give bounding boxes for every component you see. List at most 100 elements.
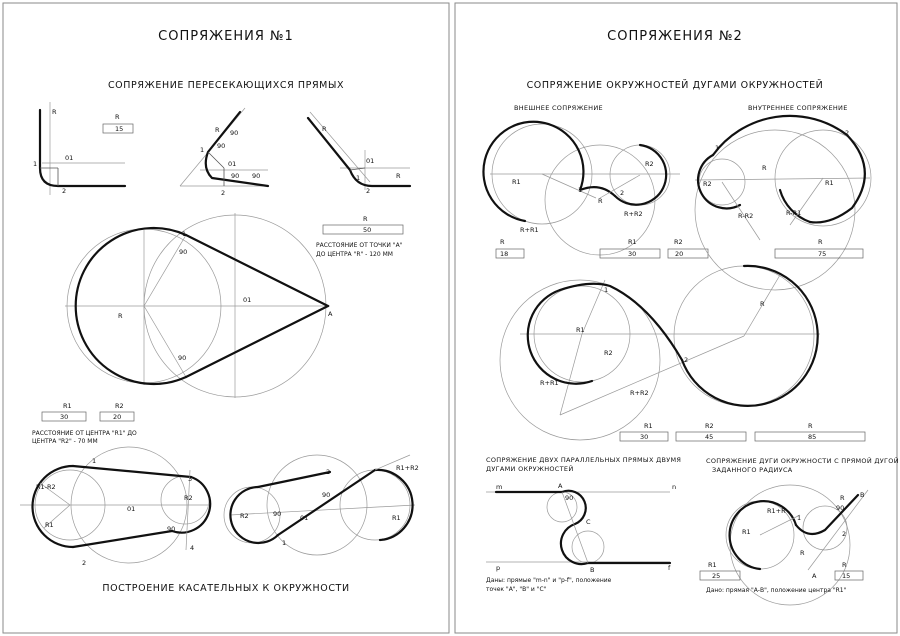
- svg-text:18: 18: [500, 250, 508, 258]
- svg-text:1: 1: [33, 160, 37, 168]
- svg-text:R2: R2: [705, 422, 714, 430]
- svg-text:R2: R2: [184, 494, 193, 502]
- svg-text:R1+R: R1+R: [767, 507, 786, 515]
- svg-text:R: R: [762, 164, 767, 172]
- svg-text:90: 90: [230, 129, 238, 137]
- svg-text:R1: R1: [742, 528, 751, 536]
- svg-text:90: 90: [322, 491, 330, 499]
- svg-text:1: 1: [356, 174, 360, 182]
- svg-text:85: 85: [808, 433, 816, 441]
- dim-r50: R 50 РАССТОЯНИЕ ОТ ТОЧКИ "А" ДО ЦЕНТРА "…: [316, 215, 404, 258]
- svg-text:2: 2: [845, 129, 849, 137]
- svg-text:4: 4: [190, 544, 194, 552]
- dims-mid: R1 30 R2 45 R 85: [619, 422, 866, 442]
- svg-text:2: 2: [221, 189, 225, 197]
- svg-text:ЦЕНТРА "R2" - 70 ММ: ЦЕНТРА "R2" - 70 ММ: [32, 438, 98, 445]
- svg-text:ДО ЦЕНТРА "R" - 120 ММ: ДО ЦЕНТРА "R" - 120 ММ: [316, 251, 393, 258]
- svg-text:p: p: [496, 564, 500, 572]
- svg-text:2: 2: [684, 356, 688, 364]
- svg-text:R1: R1: [576, 326, 585, 334]
- svg-text:R-R1: R-R1: [786, 209, 801, 217]
- arc-title: СОПРЯЖЕНИЕ ДУГИ ОКРУЖНОСТИ С ПРЯМОЙ ДУГО…: [706, 456, 899, 465]
- svg-text:1: 1: [200, 146, 204, 154]
- svg-text:20: 20: [675, 250, 683, 258]
- svg-text:R: R: [818, 238, 823, 246]
- svg-text:90: 90: [836, 504, 844, 512]
- svg-text:01: 01: [300, 514, 308, 522]
- svg-text:2: 2: [326, 468, 330, 476]
- svg-text:R2: R2: [674, 238, 683, 246]
- par-title: СОПРЯЖЕНИЕ ДВУХ ПАРАЛЛЕЛЬНЫХ ПРЯМЫХ ДВУМ…: [486, 456, 681, 464]
- svg-text:90: 90: [231, 172, 239, 180]
- sheet2-title: СОПРЯЖЕНИЯ №2: [607, 29, 743, 44]
- svg-text:R: R: [800, 549, 805, 557]
- svg-text:30: 30: [628, 250, 636, 258]
- svg-text:n: n: [672, 483, 676, 491]
- svg-text:РАССТОЯНИЕ ОТ ТОЧКИ "А": РАССТОЯНИЕ ОТ ТОЧКИ "А": [316, 242, 403, 249]
- svg-text:01: 01: [65, 154, 73, 162]
- svg-text:B: B: [860, 491, 864, 499]
- int-title: ВНУТРЕННЕЕ СОПРЯЖЕНИЕ: [748, 104, 848, 112]
- svg-text:90: 90: [252, 172, 260, 180]
- svg-text:R: R: [808, 422, 813, 430]
- svg-text:R2: R2: [645, 160, 654, 168]
- svg-text:R+R1: R+R1: [540, 379, 559, 387]
- svg-text:R1: R1: [628, 238, 637, 246]
- svg-text:30: 30: [640, 433, 648, 441]
- svg-text:R: R: [842, 561, 847, 569]
- svg-text:R: R: [215, 126, 220, 134]
- svg-text:01: 01: [228, 160, 236, 168]
- svg-text:R1+R2: R1+R2: [396, 464, 419, 472]
- svg-text:R2: R2: [115, 402, 124, 410]
- svg-text:01: 01: [127, 505, 135, 513]
- svg-text:01: 01: [366, 157, 374, 165]
- sheet1-title: СОПРЯЖЕНИЯ №1: [158, 29, 294, 44]
- svg-text:A: A: [328, 310, 333, 318]
- svg-text:15: 15: [115, 125, 123, 133]
- svg-text:90: 90: [179, 248, 187, 256]
- svg-text:25: 25: [712, 572, 720, 580]
- svg-text:2: 2: [842, 530, 846, 538]
- internal-tangent-circles: R2 90 01 90 2 R1 R1+R2 1: [223, 454, 419, 556]
- svg-text:R: R: [322, 125, 327, 133]
- arc-title2: ЗАДАННОГО РАДИУСА: [712, 466, 793, 474]
- svg-text:2: 2: [366, 187, 370, 195]
- svg-text:R: R: [363, 215, 368, 223]
- par-note2: точек "А", "В" и "С": [486, 586, 547, 593]
- svg-text:R1-R2: R1-R2: [36, 483, 56, 491]
- sheet2-section-top: СОПРЯЖЕНИЕ ОКРУЖНОСТЕЙ ДУГАМИ ОКРУЖНОСТЕ…: [527, 79, 824, 91]
- svg-text:R: R: [760, 300, 765, 308]
- svg-text:20: 20: [113, 413, 121, 421]
- sheet1-section-bottom: ПОСТРОЕНИЕ КАСАТЕЛЬНЫХ К ОКРУЖНОСТИ: [102, 583, 349, 594]
- acute-angle-fillet: 90 90 01 90 90 1 2 R: [179, 107, 270, 197]
- svg-text:1: 1: [92, 457, 96, 465]
- dim-top-right: R 75: [774, 238, 864, 259]
- svg-text:R1: R1: [644, 422, 653, 430]
- svg-text:R-R2: R-R2: [738, 212, 753, 220]
- svg-text:90: 90: [273, 510, 281, 518]
- dims-top-left: R 18 R1 30 R2 20: [495, 238, 709, 259]
- svg-text:R: R: [396, 172, 401, 180]
- svg-text:2: 2: [620, 189, 624, 197]
- svg-text:3: 3: [188, 475, 192, 483]
- svg-text:B: B: [590, 566, 594, 574]
- svg-text:45: 45: [705, 433, 713, 441]
- dims-r1-r2: R1 30 R2 20 РАССТОЯНИЕ ОТ ЦЕНТРА "R1" ДО…: [32, 402, 137, 445]
- tangent-from-point: 1 90 90 R 01 A: [65, 213, 333, 398]
- parallel-lines-fillet: m n p f A B C 90: [486, 482, 676, 574]
- svg-text:30: 30: [60, 413, 68, 421]
- svg-text:РАССТОЯНИЕ ОТ ЦЕНТРА "R1" ДО: РАССТОЯНИЕ ОТ ЦЕНТРА "R1" ДО: [32, 430, 137, 437]
- external-tangent-circles: R1-R2 R1 01 R2 1 3 4 2 90: [20, 446, 212, 567]
- svg-text:1: 1: [797, 514, 801, 522]
- dims-arc: R1 25 R 15: [699, 561, 864, 581]
- svg-text:90: 90: [565, 494, 573, 502]
- par-title2: ДУГАМИ ОКРУЖНОСТЕЙ: [486, 464, 573, 473]
- external-fillet: R1 R2 1 2 R R+R1 R+R2: [482, 120, 680, 256]
- svg-text:R2: R2: [703, 180, 712, 188]
- svg-text:1: 1: [578, 186, 582, 194]
- svg-text:R: R: [500, 238, 505, 246]
- svg-text:A: A: [558, 482, 563, 490]
- sheet2-frame: [454, 2, 898, 634]
- svg-text:90: 90: [217, 142, 225, 150]
